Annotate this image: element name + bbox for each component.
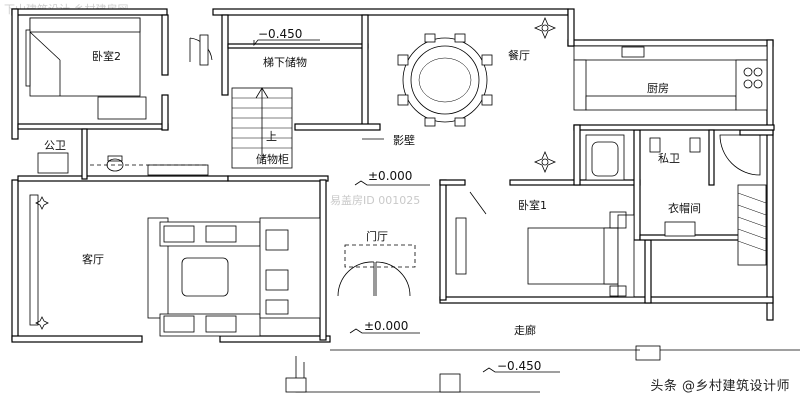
cloakroom-racks (664, 184, 767, 266)
entry-doors (337, 244, 416, 297)
flower-icon (35, 196, 49, 210)
room-label-living: 客厅 (82, 252, 104, 266)
stairs (231, 87, 293, 169)
stair-up-label: 上 (266, 130, 277, 143)
footer-credit: 头条 @乡村建筑设计师 (650, 379, 790, 394)
interior-walls (17, 14, 775, 341)
level-outdoor: −0.450 (497, 359, 541, 373)
flower-icon (533, 150, 557, 174)
kitchen-counters (573, 45, 768, 111)
room-label-bedroom2: 卧室2 (92, 49, 121, 63)
flower-icon (35, 316, 49, 330)
level-hall: ±0.000 (368, 169, 412, 183)
public-wc-fixtures (37, 152, 209, 176)
room-label-cloakroom: 衣帽间 (668, 201, 701, 215)
private-wc-fixtures (585, 134, 761, 181)
room-label-private-wc: 私卫 (658, 152, 680, 165)
room-label-under-stair-storage: 梯下储物 (263, 55, 307, 69)
living-room-furniture (29, 194, 321, 337)
bedroom2-furniture (25, 17, 213, 120)
level-entry: ±0.000 (364, 319, 408, 333)
level-markers (253, 39, 560, 373)
room-label-screen-wall: 影壁 (393, 133, 415, 147)
flower-icon (533, 16, 557, 40)
center-watermark: 易盖房ID 001025 (330, 193, 420, 207)
room-label-public-wc: 公卫 (44, 139, 66, 152)
room-label-corridor: 走廊 (514, 323, 536, 337)
room-label-foyer: 门厅 (366, 229, 388, 243)
level-stair: −0.450 (258, 27, 302, 41)
dining-table (397, 16, 557, 174)
bedroom1-furniture (455, 191, 635, 298)
porch-steps (285, 345, 800, 393)
room-label-storage-cabinet: 储物柜 (256, 152, 289, 166)
room-label-kitchen: 厨房 (647, 82, 669, 95)
room-label-dining: 餐厅 (508, 48, 530, 62)
room-label-bedroom1: 卧室1 (518, 198, 547, 212)
